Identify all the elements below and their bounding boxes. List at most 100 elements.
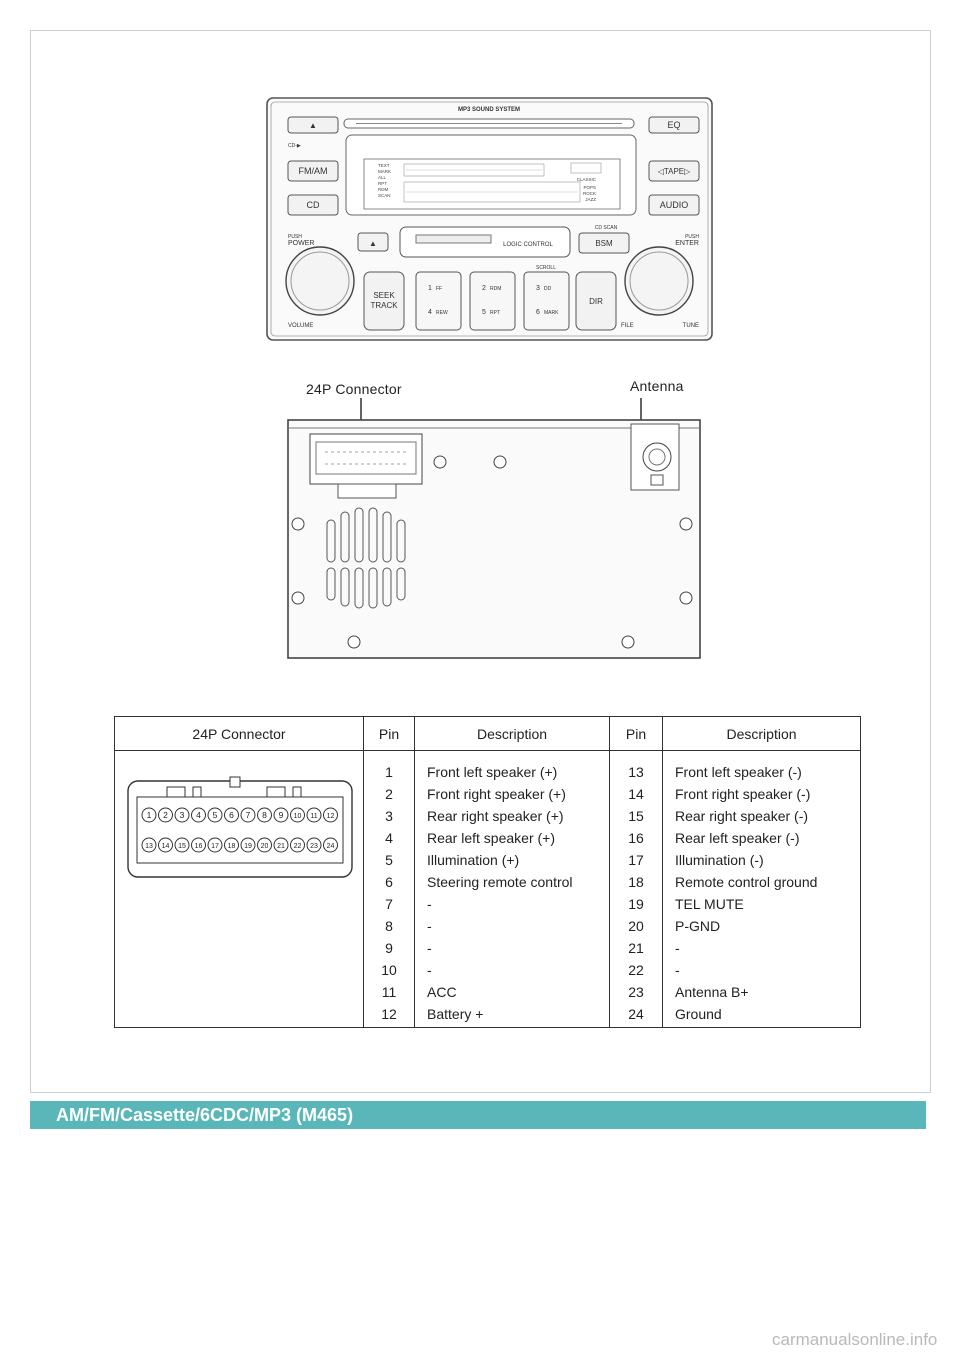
- pin-description: Ground: [675, 1006, 722, 1022]
- svg-text:CLASSIC: CLASSIC: [577, 177, 597, 182]
- preset-1-4-button[interactable]: [415, 271, 462, 331]
- svg-text:DD: DD: [544, 286, 552, 292]
- header-pin-left: Pin: [363, 716, 415, 751]
- pin-description: Front left speaker (-): [675, 764, 802, 780]
- pin-number: 22: [628, 962, 644, 978]
- connector-pin: [174, 807, 190, 823]
- scroll-label: SCROLL: [536, 265, 556, 271]
- audio-button[interactable]: [648, 194, 700, 216]
- connector-pin: [240, 837, 256, 853]
- connector-pin: [306, 807, 322, 823]
- svg-text:5: 5: [482, 309, 486, 316]
- connector-pin-number: 5: [213, 810, 218, 820]
- cassette-eject-button[interactable]: [357, 232, 389, 252]
- display-screen: [363, 158, 621, 210]
- description-column-right: Front left speaker (-) Front right speake…: [662, 750, 861, 1028]
- connector-pin: [141, 837, 157, 853]
- pin-number: 17: [628, 852, 644, 868]
- pin-description: -: [675, 962, 680, 978]
- pin-number: 4: [385, 830, 393, 846]
- pin-description: Front left speaker (+): [427, 764, 558, 780]
- connector-pin: [141, 807, 157, 823]
- connector-pin-number: 15: [178, 843, 186, 850]
- preset-3-6-button[interactable]: [523, 271, 570, 331]
- bsm-button[interactable]: [578, 232, 630, 254]
- pin-number: 8: [385, 918, 393, 934]
- dir-label: DIR: [589, 297, 603, 306]
- volume-knob[interactable]: [285, 246, 355, 316]
- fm-am-label: FM/AM: [299, 166, 328, 176]
- pin-description: Front right speaker (-): [675, 786, 811, 802]
- pin-number: 1: [385, 764, 393, 780]
- svg-text:4: 4: [428, 309, 432, 316]
- pin-description: Rear left speaker (+): [427, 830, 555, 846]
- pin-description: P-GND: [675, 918, 721, 934]
- display-segments: [403, 162, 602, 203]
- dir-button[interactable]: [575, 271, 617, 331]
- head-unit-front-panel: MP3 SOUND SYSTEM ▲ CD-▶ FM/AM CD EQ ◁TAP…: [266, 97, 713, 341]
- svg-text:6: 6: [536, 309, 540, 316]
- connector-pin-number: 23: [310, 843, 318, 850]
- connector-pin: [257, 807, 272, 823]
- connector-pin-number: 18: [228, 843, 236, 850]
- eject-icon: ▲: [309, 121, 317, 130]
- connector-pin: [240, 807, 256, 823]
- fm-am-button[interactable]: [287, 160, 339, 182]
- preset-2-5-button[interactable]: [469, 271, 516, 331]
- connector-callout-label: 24P Connector: [306, 381, 402, 397]
- pin-description: -: [675, 940, 680, 956]
- connector-pin: [191, 837, 206, 853]
- connector-pin: [224, 807, 239, 823]
- pin-description: -: [427, 962, 432, 978]
- pin-description: Illumination (-): [675, 852, 764, 868]
- push-label-left: PUSH: [288, 234, 302, 240]
- panel-title: MP3 SOUND SYSTEM: [458, 107, 520, 113]
- connector-pin-number: 10: [294, 813, 302, 820]
- section-banner: AM/FM/Cassette/6CDC/MP3 (M465): [30, 1101, 926, 1129]
- connector-pin-number: 13: [145, 843, 153, 850]
- pin-assignment-table: 24P Connector Pin Description Pin Descri…: [114, 716, 861, 1028]
- connector-pin-number: 9: [279, 810, 284, 820]
- eq-button[interactable]: [648, 116, 700, 134]
- pin-description: Steering remote control: [427, 874, 573, 890]
- connector-pin: [290, 807, 305, 823]
- connector-pin-number: 2: [163, 810, 168, 820]
- figure-frame: [30, 30, 931, 1093]
- pin-description: Rear right speaker (-): [675, 808, 809, 824]
- enter-label: ENTER: [675, 240, 699, 247]
- svg-text:TEXT: TEXT: [378, 163, 390, 168]
- connector-pin-number: 21: [277, 843, 285, 850]
- connector-pin-number: 8: [262, 810, 267, 820]
- head-unit-rear-view: [287, 398, 701, 659]
- eq-label: EQ: [667, 120, 680, 130]
- logic-control-label: LOGIC CONTROL: [503, 242, 553, 248]
- connector-pin-number: 11: [310, 813, 317, 820]
- pin-description: ACC: [427, 984, 457, 1000]
- pin-number: 5: [385, 852, 393, 868]
- pin-number: 13: [628, 764, 644, 780]
- eject-button[interactable]: [287, 116, 339, 134]
- ventilation-grille: [326, 507, 406, 609]
- cd-button[interactable]: [287, 194, 339, 216]
- seek-label: SEEK: [373, 291, 395, 300]
- connector-pin-number: 17: [211, 843, 219, 850]
- pin-number: 18: [628, 874, 644, 890]
- pin-description: Front right speaker (+): [427, 786, 566, 802]
- pin-number: 10: [381, 962, 397, 978]
- tune-knob[interactable]: [624, 246, 694, 316]
- power-label: POWER: [288, 240, 314, 247]
- seek-track-button[interactable]: [363, 271, 405, 331]
- svg-text:RPT: RPT: [490, 310, 500, 316]
- pin-description: Antenna B+: [675, 984, 749, 1000]
- tape-button[interactable]: [648, 160, 700, 182]
- svg-text:RDM: RDM: [378, 187, 388, 192]
- mounting-screws: [291, 455, 693, 649]
- cd-mode-label: CD-▶: [288, 143, 301, 149]
- svg-text:ROCK: ROCK: [583, 191, 596, 196]
- connector-pin-number: 1: [147, 810, 152, 820]
- svg-text:REW: REW: [436, 310, 448, 316]
- connector-pin: [273, 837, 289, 853]
